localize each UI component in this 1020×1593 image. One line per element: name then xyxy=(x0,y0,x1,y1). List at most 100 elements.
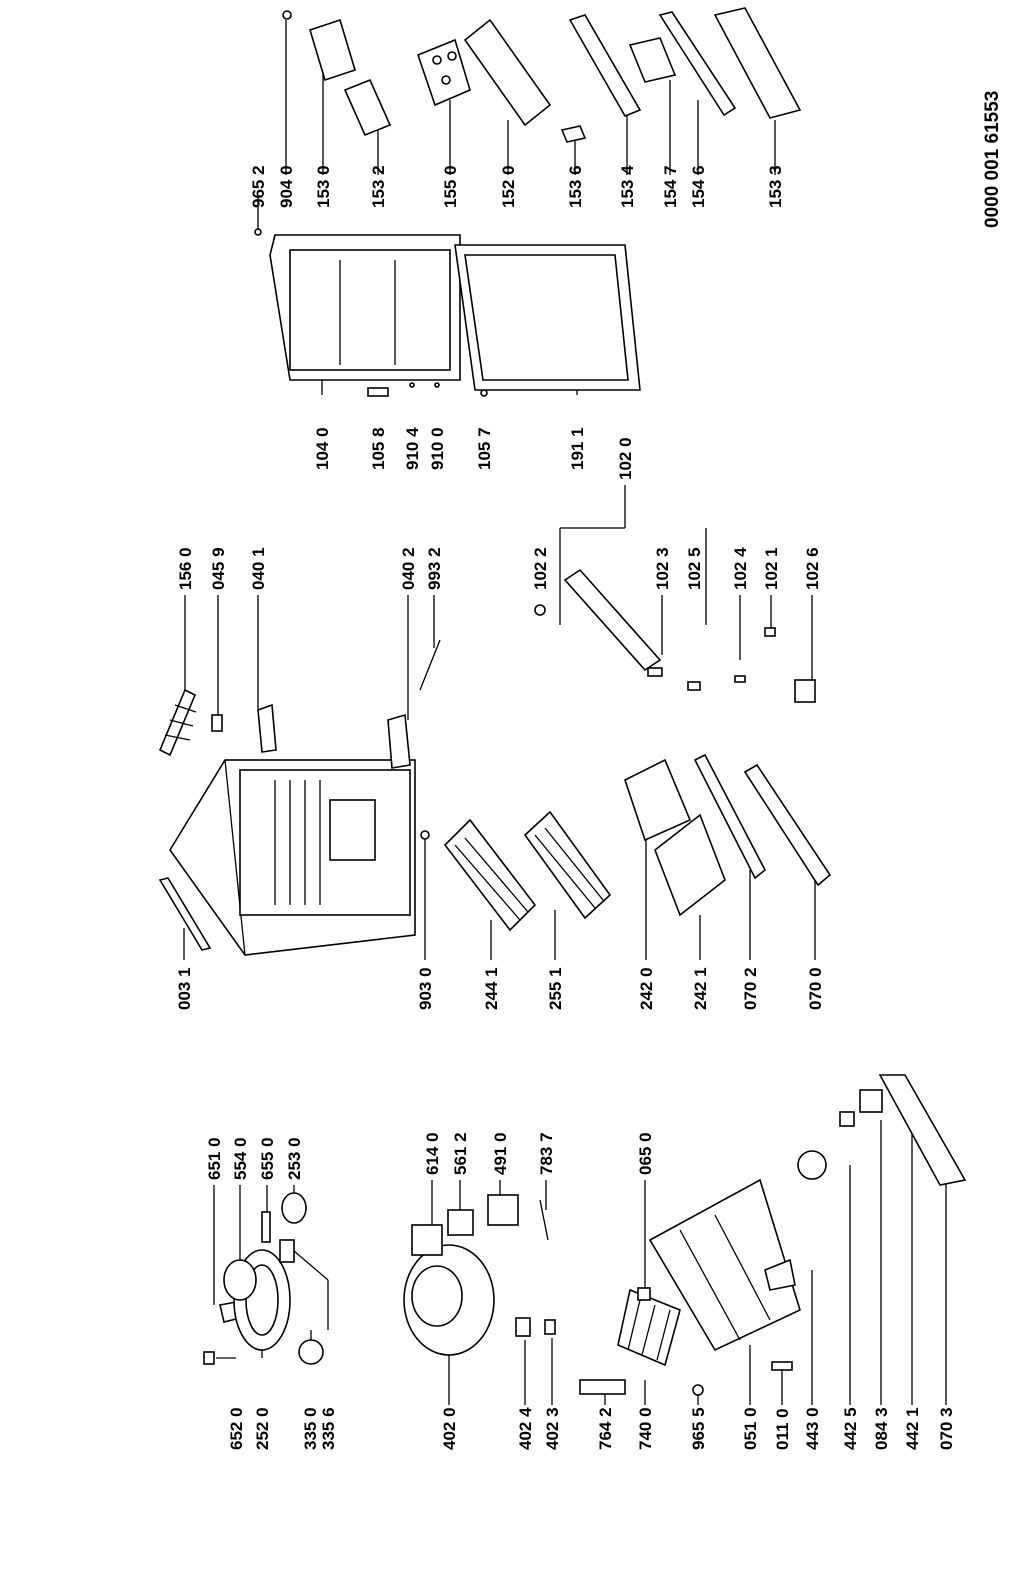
label-965-2: 965 2 xyxy=(249,165,268,208)
label-993-2: 993 2 xyxy=(425,547,444,590)
part-drawings xyxy=(158,7,967,1396)
part-4421 xyxy=(859,1089,883,1113)
part-3356 xyxy=(279,1239,295,1263)
part-4910 xyxy=(487,1194,519,1226)
leader-lines-door xyxy=(257,20,813,680)
label-614-0: 614 0 xyxy=(423,1132,442,1175)
label-153-3: 153 3 xyxy=(766,165,785,208)
part-0702-rail xyxy=(693,753,767,880)
document-number: 0000 001 61553 xyxy=(982,91,1003,228)
part-4430-fan xyxy=(764,1258,796,1291)
part-3350-knob xyxy=(298,1339,324,1365)
part-9100-screw xyxy=(434,382,440,388)
part-1024-clip xyxy=(734,675,746,683)
part-9652-screw xyxy=(254,228,262,236)
part-1026-bracket xyxy=(794,679,816,703)
label-652-0: 652 0 xyxy=(227,1407,246,1450)
part-7837 xyxy=(539,1199,549,1241)
part-6550 xyxy=(261,1211,271,1243)
part-6520 xyxy=(203,1351,215,1365)
part-1550-egg-tray xyxy=(416,38,471,107)
part-5540 xyxy=(223,1259,257,1301)
leader-lines xyxy=(213,1098,947,1405)
part-2530 xyxy=(281,1192,307,1224)
part-9040-screw xyxy=(282,10,292,20)
part-0843 xyxy=(839,1111,855,1127)
label-335-6: 335 6 xyxy=(319,1407,338,1450)
label-554-0: 554 0 xyxy=(231,1137,250,1180)
part-0031-strip xyxy=(158,877,212,951)
part-0459-pin xyxy=(211,714,223,732)
part-1533-shelf xyxy=(713,7,802,119)
label-153-0: 153 0 xyxy=(314,165,333,208)
part-1021-clip xyxy=(764,627,776,637)
label-242-0: 242 0 xyxy=(637,967,656,1010)
label-153-2: 153 2 xyxy=(369,165,388,208)
part-4024 xyxy=(515,1317,531,1337)
label-070-0: 070 0 xyxy=(806,967,825,1010)
label-402-3: 402 3 xyxy=(543,1407,562,1450)
label-102-0: 102 0 xyxy=(616,437,635,480)
label-040-2: 040 2 xyxy=(399,547,418,590)
label-965-5: 965 5 xyxy=(689,1407,708,1450)
label-065-0: 065 0 xyxy=(636,1132,655,1175)
part-7400-condenser xyxy=(617,1288,681,1367)
label-561-2: 561 2 xyxy=(451,1132,470,1175)
label-651-0: 651 0 xyxy=(205,1137,224,1180)
leader-lines-cabinet xyxy=(183,595,816,960)
label-040-1: 040 1 xyxy=(249,547,268,590)
label-740-0: 740 0 xyxy=(636,1407,655,1450)
label-153-6: 153 6 xyxy=(566,165,585,208)
part-0510-base xyxy=(648,1178,801,1352)
part-2420-tray xyxy=(624,758,692,842)
part-1022-knob xyxy=(534,604,546,616)
label-402-0: 402 0 xyxy=(440,1407,459,1450)
label-102-2: 102 2 xyxy=(531,547,550,590)
part-0110-screw xyxy=(771,1361,793,1371)
label-783-7: 783 7 xyxy=(537,1132,556,1175)
label-070-3: 070 3 xyxy=(937,1407,956,1450)
part-4425-motor xyxy=(797,1150,827,1180)
label-156-0: 156 0 xyxy=(176,547,195,590)
part-0700-rail xyxy=(743,763,832,887)
label-903-0: 903 0 xyxy=(416,967,435,1010)
part-1546-bar xyxy=(658,11,737,117)
part-1023-clip xyxy=(647,667,663,677)
label-152-0: 152 0 xyxy=(499,165,518,208)
label-051-0: 051 0 xyxy=(741,1407,760,1450)
label-910-0: 910 0 xyxy=(428,427,447,470)
label-442-5: 442 5 xyxy=(841,1407,860,1450)
label-070-2: 070 2 xyxy=(741,967,760,1010)
part-1536-clip xyxy=(560,125,587,143)
label-764-2: 764 2 xyxy=(596,1407,615,1450)
label-904-0: 904 0 xyxy=(277,165,296,208)
part-1534-bar xyxy=(568,14,642,118)
label-105-8: 105 8 xyxy=(369,427,388,470)
label-442-1: 442 1 xyxy=(903,1407,922,1450)
label-191-1: 191 1 xyxy=(568,427,587,470)
part-1058-bracket xyxy=(367,387,389,397)
label-655-0: 655 0 xyxy=(258,1137,277,1180)
part-9932-tool xyxy=(419,639,441,691)
label-011-0: 011 0 xyxy=(773,1408,792,1450)
label-104-0: 104 0 xyxy=(313,427,332,470)
part-7642-drier xyxy=(579,1379,626,1395)
part-1022-panel xyxy=(563,568,662,672)
label-242-1: 242 1 xyxy=(691,967,710,1010)
label-244-1: 244 1 xyxy=(482,967,501,1010)
part-1547-lid xyxy=(628,37,677,83)
part-0401-hinge xyxy=(257,703,277,753)
label-153-4: 153 4 xyxy=(618,165,637,208)
part-2551-shelf xyxy=(523,810,612,920)
part-2441-shelf xyxy=(443,818,537,932)
part-9104-screw xyxy=(409,382,415,388)
label-402-4: 402 4 xyxy=(516,1407,535,1450)
part-9655 xyxy=(692,1384,704,1396)
label-102-5: 102 5 xyxy=(685,547,704,590)
part-0402-hinge xyxy=(387,713,411,769)
label-155-0: 155 0 xyxy=(441,165,460,208)
part-5612 xyxy=(447,1209,474,1236)
label-443-0: 443 0 xyxy=(803,1407,822,1450)
part-cabinet xyxy=(169,759,430,956)
part-1040-door xyxy=(269,234,461,381)
